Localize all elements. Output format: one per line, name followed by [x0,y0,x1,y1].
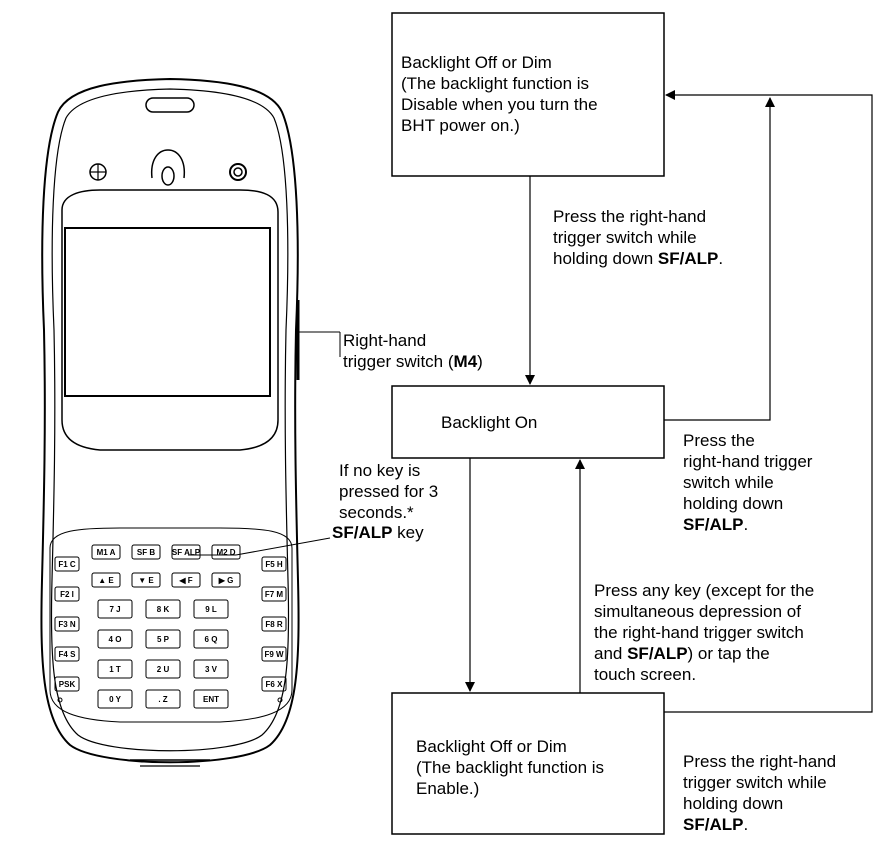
keypad-function-key-label: M1 A [97,548,116,557]
keypad-left-key [54,646,80,662]
keypad-number-key-label: 5 P [157,635,170,644]
keypad-number-key-label: 0 Y [109,695,122,704]
keypad-number-key-label: ENT [203,695,219,704]
state-box-middle [391,385,665,459]
state-box-top [391,12,665,177]
sfalp-callout-label: SF/ALP key [332,523,424,542]
keypad-number-key-label: 2 U [157,665,170,674]
keypad-number-key [97,659,133,679]
keypad-number-key-label: 9 L [205,605,217,614]
keypad-left-key-label: F4 S [59,650,77,659]
keypad-left-key-label: F1 C [58,560,76,569]
keypad-arrow-key [91,572,121,588]
keypad-function-key [211,544,241,560]
power-icon [229,163,247,181]
device-inner-shell [50,88,290,752]
keypad-left-key [54,586,80,602]
keypad-number-key [145,629,181,649]
keypad-function-key-label: SF B [137,548,155,557]
state-bottom-text: Backlight Off or Dim (The backlight func… [416,737,605,798]
keypad-dot [57,697,63,703]
keypad-number-key [193,659,229,679]
keypad-right-key [261,556,287,572]
transition-middle-to-bottom-label: If no key is pressed for 3 seconds.* [339,461,439,522]
screen-bezel [61,189,279,451]
keypad-number-key [193,689,229,709]
keypad-number-key-label: 8 K [157,605,170,614]
keypad-number-key [193,629,229,649]
keypad-left-key-label: F3 N [58,620,76,629]
keypad-number-key-label: 6 Q [205,635,218,644]
keypad-function-key [131,544,161,560]
arrow-middle-to-top [664,97,775,421]
keypad-right-key [261,616,287,632]
sfalp-key-name: SF/ALP [332,523,393,542]
keypad-outline [49,527,293,723]
keypad-right-key-label: F5 H [265,560,283,569]
keypad-right-key [261,646,287,662]
keypad-arrow-key-label: ▲ E [98,576,114,585]
sfalp-callout-line-2 [235,537,331,556]
camera-icon [150,149,186,179]
keypad-arrow-key-label: ◀ F [178,576,192,585]
keypad-right-key-label: F9 W [264,650,284,659]
state-middle-text: Backlight On [441,413,538,432]
keypad-arrow-key-label: ▶ G [218,576,234,585]
keypad-left-key [54,556,80,572]
keypad-number-key [97,599,133,619]
device-outer-shell [40,77,300,764]
keypad-left-key-label: PSK [59,680,76,689]
keypad: F1 C F2 I F3 N F4 S PSK F5 H F7 M F8 R F9 W F6 X M… [49,527,293,723]
transition-top-to-middle-label: Press the right-hand trigger switch whil… [553,207,724,268]
trigger-callout-line1: Right-hand [343,331,427,350]
keypad-right-key-label: F6 X [266,680,284,689]
state-box-bottom [391,692,665,835]
keypad-left-key [54,676,80,692]
trigger-key-name: M4 [453,352,478,371]
keypad-number-key [97,629,133,649]
keypad-number-key-label: 3 V [205,665,218,674]
keypad-number-key [193,599,229,619]
transition-middle-to-top-label: Press the right-hand trigger switch whil… [683,431,813,534]
keypad-number-key-label: 1 T [109,665,121,674]
keypad-function-key-label: SF ALP [172,548,201,557]
keypad-left-key [54,616,80,632]
keypad-number-key-label: 4 O [109,635,122,644]
transition-bottom-to-top-label: Press the right-hand trigger switch whil… [683,752,837,834]
keypad-arrow-key [211,572,241,588]
keypad-right-key-label: F7 M [265,590,284,599]
keypad-right-key [261,586,287,602]
trigger-callout-label: Right-hand trigger switch (M4) [343,331,483,371]
speaker-slot [145,97,195,113]
keypad-arrow-key [171,572,201,588]
keypad-function-key [171,544,201,560]
keypad-number-key [145,659,181,679]
keypad-number-key-label: 7 J [109,605,120,614]
keypad-dot [277,697,283,703]
keypad-function-key-label: M2 D [216,548,235,557]
keypad-number-key [97,689,133,709]
keypad-number-key [145,689,181,709]
keypad-arrow-key-label: ▼ E [138,576,154,585]
state-top-text: Backlight Off or Dim (The backlight func… [401,53,598,135]
handheld-terminal [40,77,300,767]
keypad-number-key-label: . Z [158,695,167,704]
keypad-function-key [91,544,121,560]
keypad-left-key-label: F2 I [60,590,74,599]
keypad-right-key-label: F8 R [265,620,283,629]
display-screen [64,227,271,397]
transition-bottom-to-middle-label: Press any key (except for the simultaneo… [594,581,815,684]
keypad-right-key [261,676,287,692]
arrow-bottom-to-top [664,90,873,713]
keypad-arrow-key [131,572,161,588]
keypad-number-key [145,599,181,619]
